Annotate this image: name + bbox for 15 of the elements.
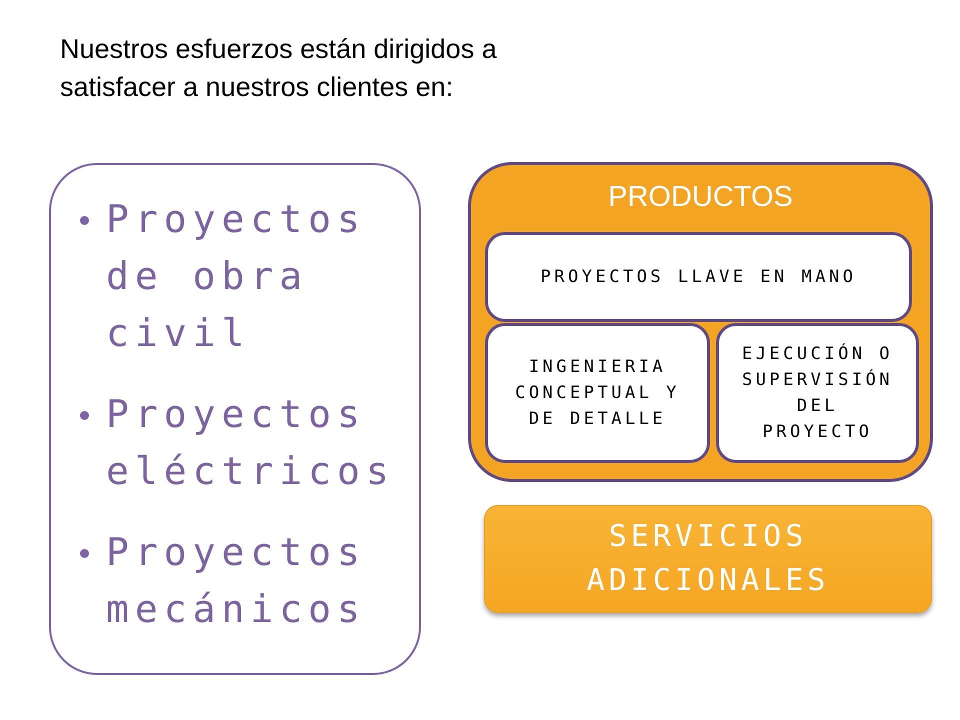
list-item-text: Proyectos de obra civil: [106, 196, 367, 357]
group-heading: PRODUCTOS: [608, 180, 793, 215]
box-label: PROYECTOS LLAVE EN MANO: [540, 266, 856, 289]
list-panel: [49, 163, 421, 675]
box-label: SERVICIOS ADICIONALES: [586, 518, 830, 600]
heading-text: Nuestros esfuerzos están dirigidos a satisfacer a nuestros clientes en:: [60, 33, 498, 104]
box-label: INGENIERIA CONCEPTUAL Y DE DETALLE: [514, 356, 681, 431]
process-box: [485, 323, 710, 463]
box-label: EJECUCIÓN O SUPERVISIÓN DEL PROYECTO: [740, 342, 894, 444]
process-box: [716, 323, 919, 463]
list-item-text: Proyectos mecánicos: [106, 529, 367, 633]
process-box: [485, 232, 912, 322]
service-box: [484, 505, 932, 613]
group-panel: [468, 162, 933, 482]
list-item-text: Proyectos eléctricos: [106, 391, 396, 495]
